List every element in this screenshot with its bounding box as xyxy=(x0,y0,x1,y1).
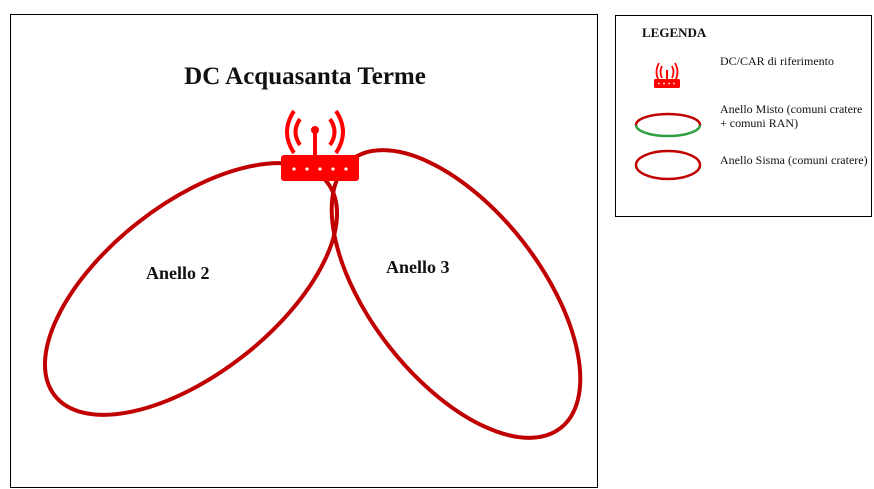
legend-swatches xyxy=(634,62,702,181)
antenna-router-icon xyxy=(281,109,359,181)
legend-panel: LEGENDA DC/CAR di riferimento Anello Mis… xyxy=(615,15,872,217)
diagram-panel: DC Acquasanta Terme Anello 2 Anello 3 xyxy=(10,14,598,488)
sisma-ring-swatch xyxy=(634,149,702,181)
legend-item-dc-car: DC/CAR di riferimento xyxy=(720,54,834,68)
ring-anello-2 xyxy=(42,161,340,417)
ring-label-anello-2: Anello 2 xyxy=(146,263,210,283)
legend-title: LEGENDA xyxy=(642,25,707,40)
ring-diagram xyxy=(42,109,583,440)
antenna-router-icon xyxy=(654,62,680,88)
mixed-ring-swatch xyxy=(634,112,702,138)
diagram-title: DC Acquasanta Terme xyxy=(184,63,426,90)
legend-item-anello-sisma: Anello Sisma (comuni cratere) xyxy=(720,153,868,167)
ring-label-anello-3: Anello 3 xyxy=(386,257,450,277)
legend-item-anello-misto: Anello Misto (comuni cratere + comuni RA… xyxy=(720,102,863,130)
